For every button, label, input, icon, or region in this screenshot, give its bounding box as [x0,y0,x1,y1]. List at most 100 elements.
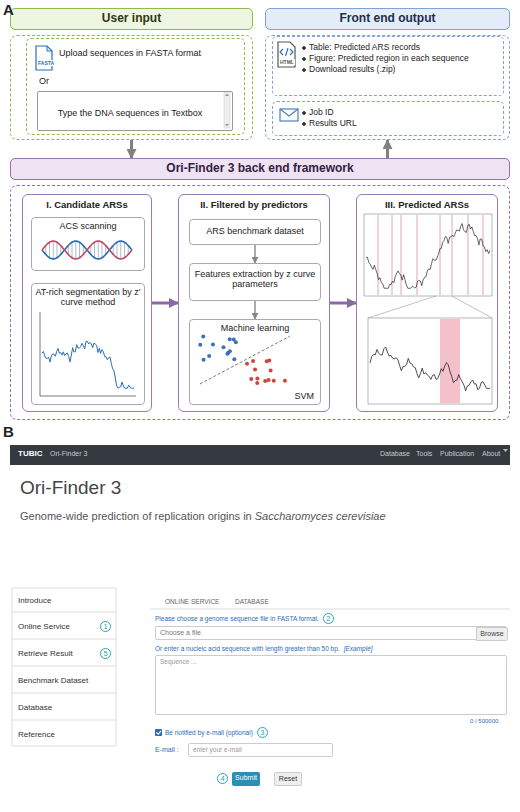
node-text: Upload sequences in FASTA format [59,48,201,58]
flow-arrow [386,140,389,158]
data-point [249,377,253,381]
node-text: Submit [232,772,260,784]
data-point [207,354,211,358]
menu-item: Reference [18,730,55,739]
node-text: ARS benchmark dataset [190,223,320,236]
field-label: Please choose a genome sequence file in … [155,615,319,622]
predicted-region-line [483,215,484,295]
icon-text: FASTA [37,60,55,66]
node-subtext: Results URL [273,118,503,129]
node-text: III. Predicted ARSs [357,195,497,210]
process-box: Machine learningSVM [189,319,321,405]
nav-link: Tools [416,450,432,457]
subtitle-species: Saccharomyces cerevisiae [255,510,386,522]
output-panel: Front end outputTable: Predicted ARS rec… [265,8,510,140]
data-point [211,343,215,347]
tab: DATABASE [235,598,269,605]
node-text: Browse [477,628,507,640]
file-fold [47,46,52,51]
menu-item: Database [18,703,52,712]
panel-letter: B [3,423,14,440]
textbox: Type the DNA sequences in Textbox [37,91,233,131]
data-point [198,343,202,347]
caret [503,449,508,452]
node-text: Table: Predicted ARS records [273,42,503,53]
flow-arrow [330,302,356,305]
checkbox-label: Be notified by e-mail (optional) [165,729,253,736]
process-box: AT-rich segmentation by z' curve method [31,283,145,405]
data-point [221,345,225,349]
data-point [272,379,276,383]
tab: ONLINE SERVICE [165,598,219,605]
node-text: I. Candidate ARSs [23,195,151,210]
chart-frame [364,214,492,296]
data-point [232,337,236,341]
input-panel: User inputUpload sequences in FASTA form… [10,8,253,140]
page-title: Ori-Finder 3 [20,477,121,499]
node-text: Reset [275,773,301,785]
predicted-region-line [401,215,402,295]
icon-text: HTML [279,59,295,65]
node-text: User input [10,8,253,30]
submit-button: Submit [232,772,260,786]
stage-box: III. Predicted ARSs [356,194,498,412]
scrollbar [224,92,230,128]
node-text: Features extraction by z curve parameter… [190,266,320,289]
file-input: Choose a fileBrowse [155,626,507,640]
checkmark [157,731,162,734]
reset-button: Reset [274,772,302,786]
sequence-textarea: Sequence ... [155,655,507,715]
node-subtext: Figure: Predicted region in each sequenc… [273,53,503,64]
html-output-box: Table: Predicted ARS recordsFigure: Pred… [272,36,504,96]
data-point [283,379,287,383]
predicted-region-line [440,215,441,295]
predicted-region [440,319,460,403]
process-box: ACS scanning [31,217,145,271]
callout-number: 4 [217,773,228,784]
data-point [232,357,236,361]
data-point [253,367,257,371]
backend-panel: Ori-Finder 3 back end framework I. Candid… [10,158,510,420]
node-text: Sequence ... [156,656,506,667]
data-point [263,379,267,383]
menu-item: Retrieve Result [18,649,73,658]
predicted-region-line [452,215,453,295]
dna-strand [42,241,132,259]
data-point [269,369,273,373]
callout-number: 1 [100,621,111,632]
node-subtext: SVM [294,391,314,401]
nav-link: Publication [440,450,474,457]
callout-number: 5 [100,648,111,659]
data-point [265,359,269,363]
zcurve-line [42,341,134,388]
char-counter: 0 / 500000 [470,718,498,724]
flow-arrow [254,301,255,319]
subtitle: Genome-wide prediction of replication or… [20,510,252,522]
svm-boundary [200,336,290,384]
email-output-box: Job IDResults URL [272,101,504,136]
zoomed-curve [370,347,490,391]
fasta-file-icon [36,46,52,70]
data-point [251,359,255,363]
browse-button: Browse [476,627,508,641]
predicted-region-line [378,215,379,295]
node-text: Ori-Finder 3 back end framework [10,158,510,180]
node-text: enter your e-mail [189,744,332,755]
process-box: Features extraction by z curve parameter… [189,263,321,301]
nav-link: About [482,450,500,457]
tab-line [150,609,510,610]
data-point [267,378,271,382]
brand: TUBIC [18,449,42,458]
node-text: Type the DNA sequences in Textbox [55,105,205,118]
nav-link: Database [380,450,410,457]
data-point [201,335,205,339]
field-label: E-mail : [155,746,179,753]
node-text: AT-rich segmentation by z' curve method [32,284,144,307]
stage-box: II. Filtered by predictorsARS benchmark … [178,194,330,412]
flow-arrow [152,302,178,305]
data-point [255,376,259,380]
node-text: Machine learning [190,320,320,333]
menu-item: Benchmark Dataset [18,676,88,685]
data-point [202,358,206,362]
